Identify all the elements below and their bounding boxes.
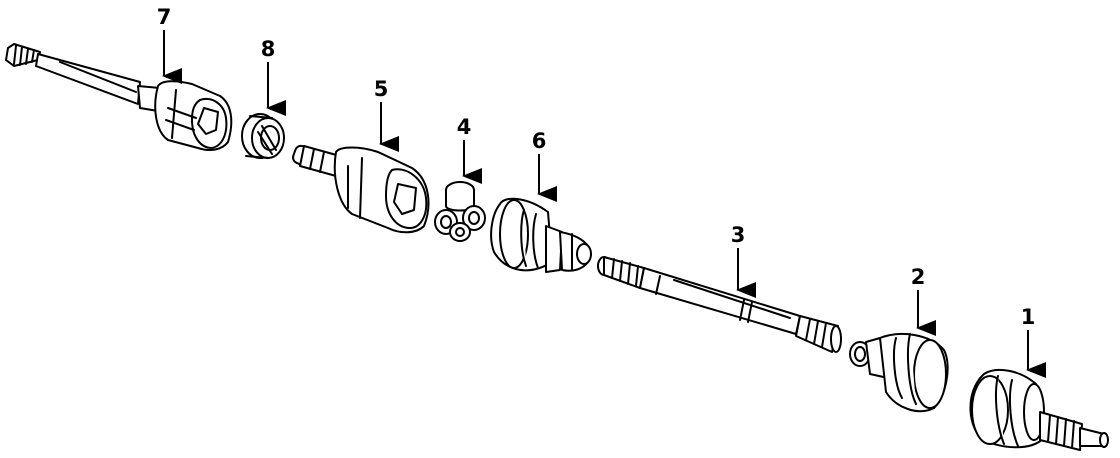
part-3-shaft bbox=[597, 256, 842, 353]
callout-5-label: 5 bbox=[374, 77, 389, 101]
callout-2-label: 2 bbox=[911, 265, 926, 289]
callout-3-label: 3 bbox=[731, 223, 746, 247]
part-4-tripod-spider bbox=[434, 181, 486, 242]
part-7-inner-shaft-housing bbox=[5, 43, 233, 151]
callout-7-label: 7 bbox=[157, 5, 172, 29]
callout-6-label: 6 bbox=[532, 129, 547, 153]
part-8-bearing-ring bbox=[241, 113, 285, 159]
part-5-cv-joint-housing bbox=[292, 144, 430, 234]
callout-8-label: 8 bbox=[261, 37, 276, 61]
part-1-outer-cv-joint bbox=[969, 368, 1109, 451]
callout-1-label: 1 bbox=[1021, 305, 1036, 329]
callout-4-label: 4 bbox=[457, 115, 472, 139]
part-6-inner-boot bbox=[490, 197, 592, 273]
part-2-outer-boot bbox=[849, 333, 949, 413]
